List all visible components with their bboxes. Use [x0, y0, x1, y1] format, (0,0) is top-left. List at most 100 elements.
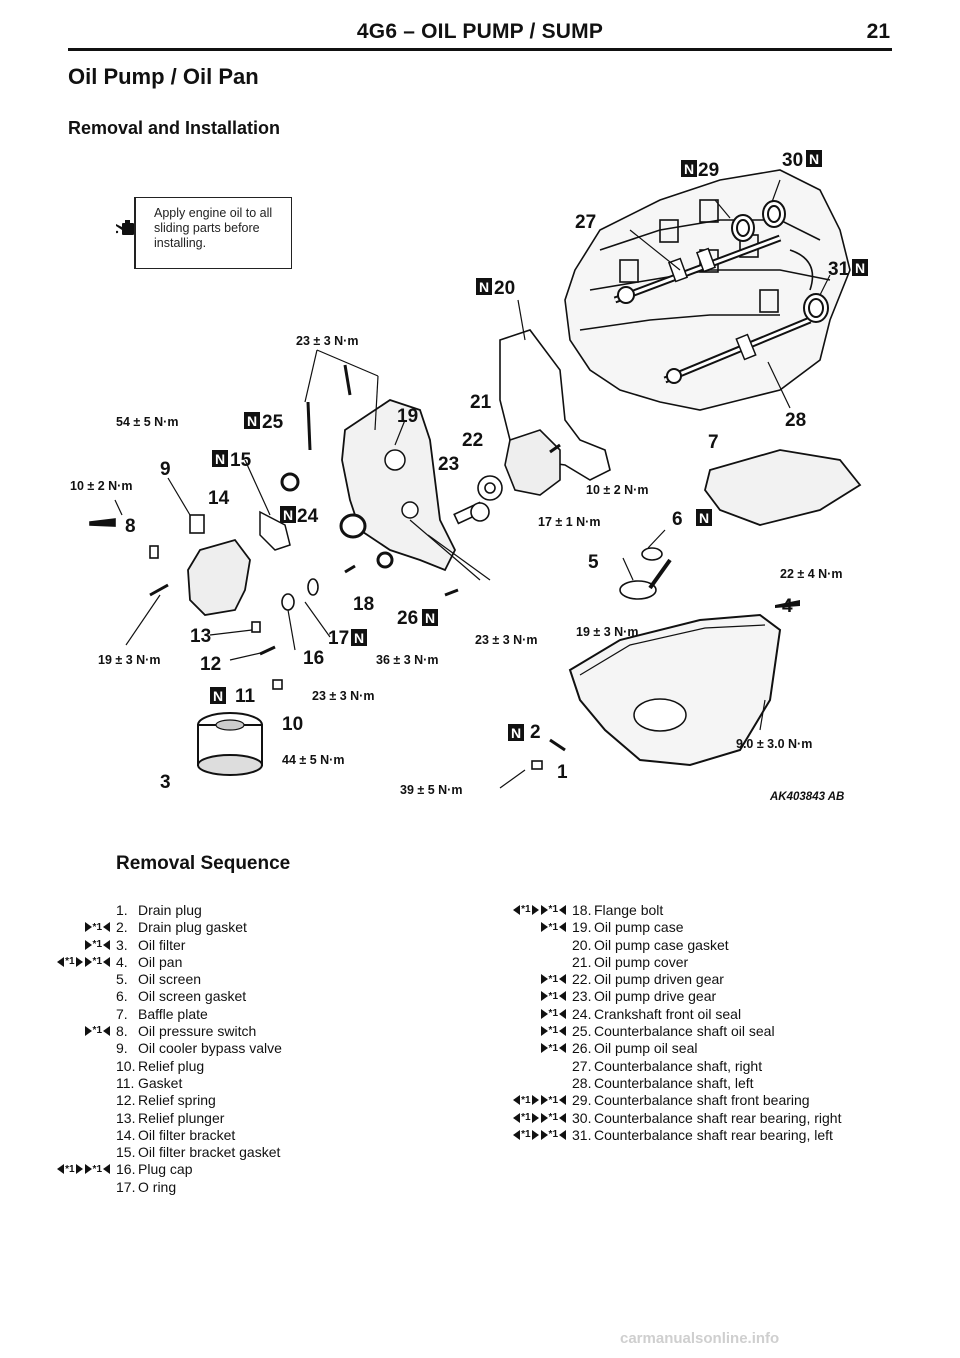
callout-15: 15: [230, 450, 252, 471]
torque-label: 17 ± 1 N·m: [538, 515, 600, 529]
small-parts: [89, 364, 561, 690]
sequence-text: Gasket: [138, 1074, 183, 1091]
svg-text:N: N: [699, 510, 709, 526]
sequence-number: 6.: [116, 988, 128, 1005]
sequence-item: 10.Relief plug: [116, 1058, 282, 1075]
sequence-item: 11.Gasket: [116, 1075, 282, 1092]
callout-8: 8: [125, 516, 136, 537]
sequence-number: 20.: [572, 936, 592, 953]
callout-16: 16: [303, 648, 324, 669]
new-part-icon: N: [476, 278, 492, 295]
removal-sequence-title: Removal Sequence: [116, 853, 291, 874]
crankshaft-front-oil-seal: [339, 513, 367, 539]
sequence-text: Oil filter bracket: [138, 1126, 236, 1143]
oil-filter: [197, 712, 263, 776]
sequence-item: 27.Counterbalance shaft, right: [572, 1058, 841, 1075]
oil-screen: [619, 547, 672, 600]
callout-13: 13: [190, 626, 211, 647]
new-part-icon: N: [422, 609, 438, 626]
torque-label: 54 ± 5 N·m: [116, 415, 178, 429]
sequence-number: 7.: [116, 1005, 128, 1022]
sequence-text: Oil pump drive gear: [594, 988, 717, 1005]
removal-mark-icon: *1: [513, 1111, 539, 1125]
sequence-item: 13.Relief plunger: [116, 1110, 282, 1127]
callout-20: 20: [494, 278, 515, 299]
sequence-number: 28.: [572, 1074, 592, 1091]
procedure-marks: *1: [540, 1041, 566, 1055]
sequence-number: 8.: [116, 1023, 128, 1040]
sequence-text: Plug cap: [138, 1161, 193, 1178]
removal-mark-icon: *1: [513, 903, 539, 917]
sequence-text: Crankshaft front oil seal: [594, 1005, 742, 1022]
sequence-item: 28.Counterbalance shaft, left: [572, 1075, 841, 1092]
callout-18: 18: [353, 594, 374, 615]
callout-9: 9: [160, 459, 171, 480]
procedure-marks: *1*1: [57, 955, 110, 969]
callout-29: 29: [698, 160, 719, 181]
sequence-text: Baffle plate: [138, 1005, 208, 1022]
svg-text:N: N: [247, 413, 257, 429]
sequence-text: Relief spring: [138, 1092, 216, 1109]
sequence-text: Oil filter bracket gasket: [138, 1144, 281, 1161]
page-number: 21: [866, 20, 890, 43]
sequence-text: Oil filter: [138, 936, 186, 953]
sequence-text: Counterbalance shaft rear bearing, left: [594, 1126, 833, 1143]
sequence-text: O ring: [138, 1178, 177, 1195]
procedure-marks: *1: [84, 1024, 110, 1038]
sequence-item: 1.Drain plug: [116, 902, 282, 919]
callout-5: 5: [588, 552, 599, 573]
callout-28: 28: [785, 410, 806, 431]
removal-mark-icon: *1: [57, 955, 83, 969]
sequence-text: Oil screen gasket: [138, 988, 247, 1005]
callout-7: 7: [708, 432, 719, 453]
installation-mark-icon: *1: [84, 938, 110, 952]
sequence-text: Counterbalance shaft rear bearing, right: [594, 1109, 842, 1126]
torque-label: 44 ± 5 N·m: [282, 753, 344, 767]
sequence-number: 18.: [572, 902, 592, 918]
callout-22: 22: [462, 430, 483, 451]
removal-mark-icon: *1: [513, 1093, 539, 1107]
sequence-number: 30.: [572, 1109, 592, 1126]
diagram-ref-code: AK403843 AB: [769, 791, 844, 803]
svg-text:N: N: [684, 161, 694, 177]
installation-mark-icon: *1: [540, 989, 566, 1003]
oil-pump-case: [341, 399, 457, 572]
svg-text:N: N: [283, 507, 293, 523]
case-bore: [401, 501, 419, 519]
sequence-number: 16.: [116, 1161, 136, 1178]
new-part-icon: N: [244, 412, 260, 429]
torque-label: 23 ± 3 N·m: [312, 689, 374, 703]
oil-pan-sump-well: [633, 698, 687, 732]
installation-mark-icon: *1: [540, 920, 566, 934]
oil-pan: [568, 613, 782, 767]
svg-text:N: N: [511, 725, 521, 741]
sequence-text: Counterbalance shaft front bearing: [594, 1092, 810, 1109]
engine-block: [564, 169, 851, 411]
sequence-number: 21.: [572, 953, 592, 970]
sequence-number: 12.: [116, 1092, 136, 1109]
sequence-item: 7. Baffle plate: [116, 1006, 282, 1023]
sequence-text: Oil pump driven gear: [594, 971, 724, 988]
sequence-number: 24.: [572, 1005, 592, 1022]
drain-plug: [531, 760, 543, 770]
installation-mark-icon: *1: [84, 955, 110, 969]
callout-labels: 1 2 3 4 5 6 7 8 9 10 11 12 13 14 15 16 1…: [125, 150, 850, 793]
svg-text:N: N: [855, 260, 865, 276]
sequence-text: Counterbalance shaft oil seal: [594, 1023, 775, 1040]
callout-10: 10: [282, 714, 303, 735]
page-header-title: 4G6 – OIL PUMP / SUMP: [356, 20, 604, 43]
sequence-text: Oil pan: [138, 953, 183, 970]
procedure-marks: *1: [84, 938, 110, 952]
sequence-number: 11.: [116, 1074, 135, 1091]
installation-mark-icon: *1: [540, 1024, 566, 1038]
sequence-number: 19.: [572, 919, 592, 936]
torque-label: 19 ± 3 N·m: [98, 653, 160, 667]
sequence-item: 15.Oil filter bracket gasket: [116, 1144, 282, 1161]
